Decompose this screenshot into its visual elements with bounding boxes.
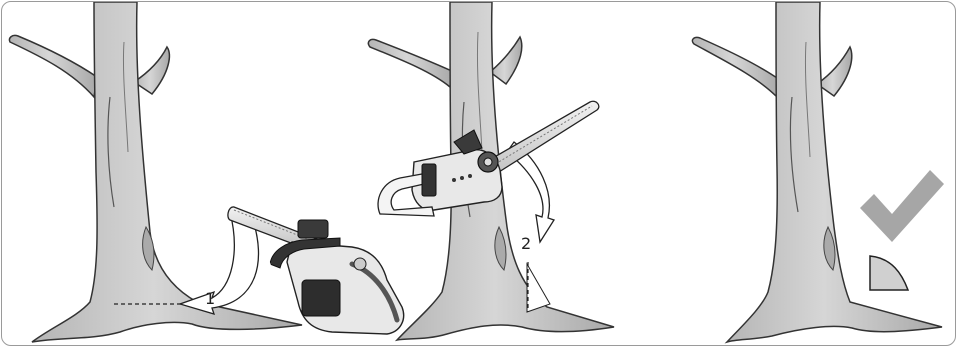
checkmark-icon [860, 170, 944, 242]
step-2-label: 2 [521, 234, 531, 253]
chainsaw-trigger [422, 164, 436, 196]
tree-branch-left [9, 35, 97, 97]
wedge-icon [870, 256, 908, 290]
tree-trunk [727, 2, 942, 342]
chainsaw-battery [302, 280, 340, 316]
panel-3 [692, 2, 944, 342]
tree-branch-right [490, 37, 522, 84]
tree-branch-left [368, 39, 454, 87]
panel-1: 1 [9, 2, 302, 342]
chainsaw-guard [298, 220, 328, 238]
step-1-label: 1 [205, 289, 215, 308]
tree-branch-left [692, 37, 780, 97]
notch-cut [527, 264, 550, 312]
chainsaw-knob [354, 258, 366, 270]
tree-branch-right [134, 47, 169, 94]
